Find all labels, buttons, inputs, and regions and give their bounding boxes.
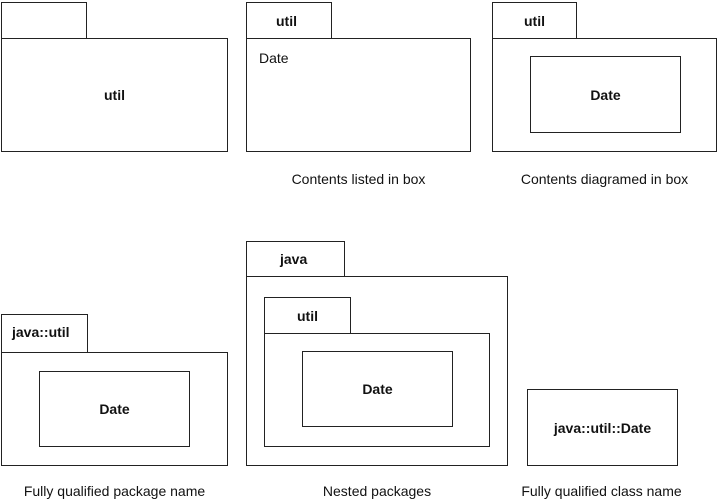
package-name: java::util (12, 324, 70, 340)
caption-fully-qualified-class: Fully qualified class name (521, 483, 682, 499)
caption-nested-packages: Nested packages (322, 483, 432, 499)
package-name: java (280, 251, 308, 267)
package-util-tab (1, 2, 87, 39)
class-name: Date (99, 401, 130, 417)
package-content-item: Date (259, 50, 289, 66)
package-util-body: util (1, 38, 228, 152)
caption-contents-listed: Contents listed in box (291, 171, 426, 187)
class-name: Date (362, 381, 393, 397)
package-name: util (104, 87, 125, 103)
package-name: util (297, 308, 318, 324)
caption-contents-diagramed: Contents diagramed in box (520, 171, 689, 187)
class-name: Date (590, 86, 621, 103)
caption-fully-qualified-package: Fully qualified package name (23, 483, 206, 499)
class-date-box: Date (302, 351, 453, 427)
package-util-tab: util (492, 2, 577, 39)
class-date-box: Date (39, 371, 190, 447)
package-name: util (276, 13, 297, 29)
package-java-tab: java (246, 241, 345, 277)
class-name: java::util::Date (553, 419, 652, 436)
package-util-body: Date (246, 38, 471, 152)
package-java-util-tab: java::util (1, 314, 88, 353)
package-util-tab: util (246, 2, 332, 39)
package-name: util (524, 13, 545, 29)
package-util-tab: util (264, 297, 351, 334)
class-java-util-date-box: java::util::Date (527, 389, 678, 466)
class-date-box: Date (530, 56, 681, 133)
